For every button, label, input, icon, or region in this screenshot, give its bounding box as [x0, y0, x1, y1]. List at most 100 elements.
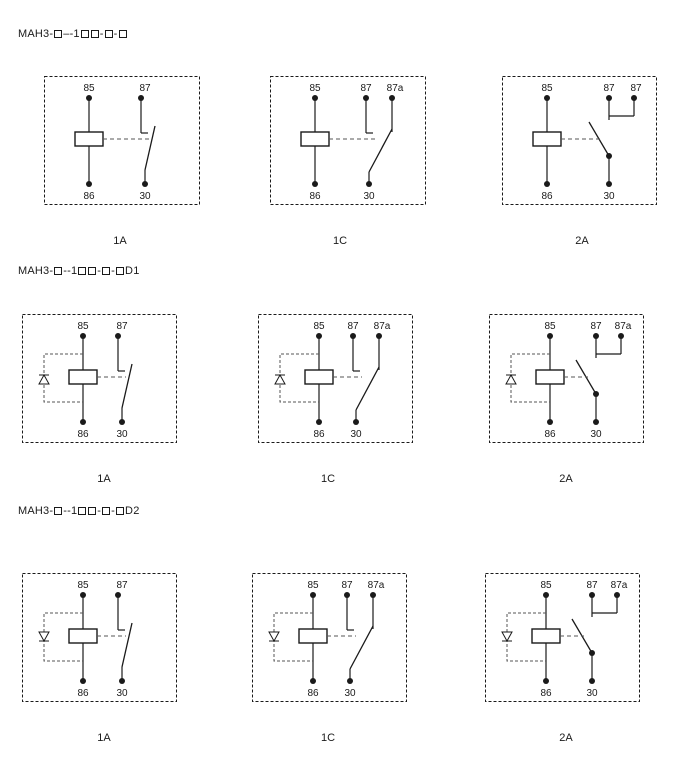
title-suffix: D1: [125, 265, 140, 277]
diagram-caption: 2A: [575, 235, 589, 247]
pin-label-87-second: 87a: [615, 321, 632, 332]
diagram-caption: 1A: [97, 732, 111, 744]
pin-label-86: 86: [83, 191, 95, 202]
pin-label-86: 86: [541, 191, 553, 202]
pin-label-30: 30: [363, 191, 375, 202]
placeholder-box: [54, 507, 63, 515]
pin-terminal: [544, 181, 550, 187]
title-prefix: MAH3-: [18, 265, 54, 277]
pin-label-86: 86: [77, 429, 89, 440]
pin-label-30: 30: [350, 429, 362, 440]
placeholder-box: [90, 30, 99, 38]
pin-label-85: 85: [77, 321, 89, 332]
dashed-frame: [22, 314, 177, 443]
dashed-frame: [489, 314, 644, 443]
title-dash: -: [111, 265, 116, 277]
placeholder-box: [102, 507, 111, 515]
pin-terminal: [312, 181, 318, 187]
dashed-frame: [258, 314, 413, 443]
placeholder-box: [88, 507, 97, 515]
placeholder-box: [54, 267, 63, 275]
pin-terminal: [80, 419, 86, 425]
diode-icon: [38, 373, 50, 385]
pin-label-30: 30: [590, 429, 602, 440]
pin-terminal: [547, 419, 553, 425]
pin-label-85: 85: [541, 83, 553, 94]
coil-symbol: [68, 369, 98, 385]
coil-symbol: [304, 369, 334, 385]
title-prefix: MAH3-: [18, 505, 54, 517]
pin-terminal: [593, 419, 599, 425]
pin-terminal: [80, 678, 86, 684]
diode-icon: [268, 631, 280, 643]
pin-terminal: [366, 181, 372, 187]
diagram-caption: 1C: [320, 732, 336, 744]
coil-symbol: [531, 628, 561, 644]
pin-label-30: 30: [139, 191, 151, 202]
pin-label-30: 30: [586, 688, 598, 699]
diode-icon: [501, 631, 513, 643]
pin-label-87-second: 87: [630, 83, 642, 94]
switch-arm: [349, 625, 374, 670]
pin-label-87: 87: [603, 83, 615, 94]
pin-terminal: [316, 419, 322, 425]
placeholder-box: [104, 30, 113, 38]
pin-label-86: 86: [77, 688, 89, 699]
pin-label-86: 86: [309, 191, 321, 202]
placeholder-box: [116, 507, 125, 515]
coil-symbol: [68, 628, 98, 644]
pin-label-87-second: 87a: [611, 580, 628, 591]
pin-label-85: 85: [540, 580, 552, 591]
dashed-frame: [485, 573, 640, 702]
coil-symbol: [300, 131, 330, 147]
dashed-frame: [502, 76, 657, 205]
pin-terminal: [606, 181, 612, 187]
switch-arm: [121, 363, 133, 409]
pin-label-87: 87: [360, 83, 372, 94]
pin-label-87: 87: [586, 580, 598, 591]
diagram-caption: 1C: [320, 473, 336, 485]
diagram-caption: 2A: [559, 732, 573, 744]
title-separator: -1: [67, 505, 78, 517]
pin-label-86: 86: [544, 429, 556, 440]
pin-label-30: 30: [344, 688, 356, 699]
placeholder-box: [102, 267, 111, 275]
dashed-frame: [252, 573, 407, 702]
placeholder-box: [118, 30, 127, 38]
title-prefix: MAH3-: [18, 28, 54, 40]
pin-label-85: 85: [83, 83, 95, 94]
coil-symbol: [535, 369, 565, 385]
coil-symbol: [298, 628, 328, 644]
relay-schematic: 85 86 87 87a 30: [485, 573, 640, 702]
title-separator: -1: [69, 28, 80, 40]
pin-label-85: 85: [309, 83, 321, 94]
pin-label-86: 86: [540, 688, 552, 699]
title-dash: -: [97, 265, 102, 277]
pin-label-87: 87: [590, 321, 602, 332]
coil-symbol: [532, 131, 562, 147]
pin-terminal: [119, 419, 125, 425]
pin-terminal: [353, 419, 359, 425]
pin-label-85: 85: [313, 321, 325, 332]
pin-label-86: 86: [307, 688, 319, 699]
diode-icon: [274, 373, 286, 385]
dashed-frame: [44, 76, 200, 205]
title-dash: –: [63, 28, 70, 40]
dashed-frame: [270, 76, 426, 205]
pin-label-87: 87: [341, 580, 353, 591]
pin-label-87a: 87a: [368, 580, 385, 591]
pin-terminal: [119, 678, 125, 684]
pin-terminal: [310, 678, 316, 684]
pin-label-30: 30: [603, 191, 615, 202]
